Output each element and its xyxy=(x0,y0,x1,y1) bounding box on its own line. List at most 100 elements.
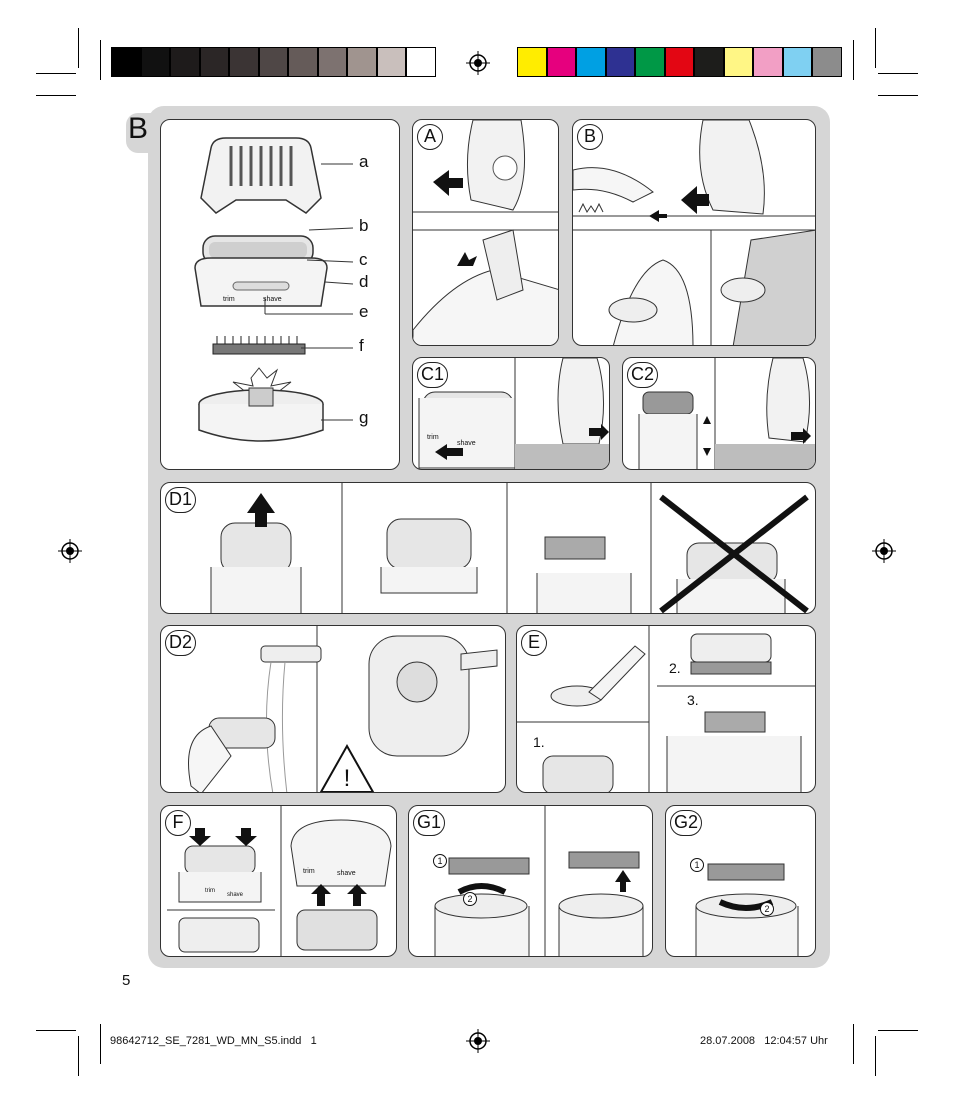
registration-mark-icon xyxy=(466,1029,490,1053)
crop-mark xyxy=(100,40,101,80)
trim-label: trim xyxy=(205,888,215,894)
process-swatch xyxy=(517,47,547,77)
panel-d1: D1 xyxy=(160,482,816,614)
page-number: 5 xyxy=(122,972,131,989)
gray-swatch xyxy=(140,47,170,77)
gray-swatch xyxy=(347,47,377,77)
rinsing-illustration: ! xyxy=(188,626,498,792)
rotation-marker-1: 1 xyxy=(690,858,704,872)
part-label-f: f xyxy=(359,336,364,355)
panel-label: D1 xyxy=(165,487,197,513)
process-swatch xyxy=(635,47,665,77)
process-swatch xyxy=(782,47,812,77)
registration-mark-icon xyxy=(872,539,896,563)
gray-swatch xyxy=(376,47,406,77)
panel-label: G2 xyxy=(670,810,703,836)
shave-label: shave xyxy=(337,870,356,877)
crop-mark xyxy=(878,73,918,74)
gray-swatch xyxy=(229,47,259,77)
leader-lines xyxy=(264,163,354,421)
trimmer-view-illustration xyxy=(638,358,815,469)
panel-c1: C1 trim shave xyxy=(412,357,610,470)
step-number-2: 2. xyxy=(669,660,681,676)
gray-swatch xyxy=(288,47,318,77)
rotation-marker-1: 1 xyxy=(433,854,447,868)
crop-mark xyxy=(36,95,76,96)
process-swatch xyxy=(723,47,753,77)
crop-mark xyxy=(853,40,854,80)
crop-mark xyxy=(878,95,918,96)
panel-label: G1 xyxy=(413,810,446,836)
footer-filename: 98642712_SE_7281_WD_MN_S5.indd 1 xyxy=(110,1035,317,1047)
panel-a: A xyxy=(412,119,559,346)
svg-text:!: ! xyxy=(344,765,351,792)
oiling-illustration xyxy=(517,626,815,792)
panel-label: A xyxy=(417,124,443,150)
registration-mark-icon xyxy=(58,539,82,563)
step-number-3: 3. xyxy=(687,692,699,708)
gray-swatch xyxy=(170,47,200,77)
footer-timestamp: 28.07.2008 12:04:57 Uhr xyxy=(700,1035,828,1047)
panel-label: F xyxy=(165,810,191,836)
panel-d2: D2 ! xyxy=(160,625,506,793)
rotation-marker-2: 2 xyxy=(760,902,774,916)
trim-label: trim xyxy=(303,868,315,875)
crop-mark xyxy=(78,28,79,68)
cutter-removal-illustration xyxy=(434,806,644,956)
section-letter: B xyxy=(128,112,149,145)
part-label-a: a xyxy=(359,152,369,171)
registration-mark-icon xyxy=(466,51,490,75)
crop-mark xyxy=(875,28,876,68)
trim-label: trim xyxy=(427,434,439,441)
shaver-head-view-illustration xyxy=(418,358,609,469)
hair-length-illustration xyxy=(573,120,815,345)
part-label-d: d xyxy=(359,272,369,291)
rotation-marker-2: 2 xyxy=(463,892,477,906)
panel-b: B xyxy=(572,119,816,346)
shave-label: shave xyxy=(457,440,476,447)
panel-g1: G1 1 2 xyxy=(408,805,653,957)
step-number-1: 1. xyxy=(533,734,545,750)
panel-f: F trim shave trim shave xyxy=(160,805,397,957)
process-swatch xyxy=(546,47,576,77)
gray-swatch xyxy=(199,47,229,77)
panel-label: E xyxy=(521,630,547,656)
crop-mark xyxy=(853,1024,854,1064)
part-label-e: e xyxy=(359,302,369,321)
process-swatch xyxy=(605,47,635,77)
panel-c2: C2 xyxy=(622,357,816,470)
gray-swatch xyxy=(111,47,141,77)
crop-mark xyxy=(36,1030,76,1031)
process-swatch xyxy=(576,47,606,77)
crop-mark xyxy=(878,1030,918,1031)
gray-swatch xyxy=(317,47,347,77)
crop-mark xyxy=(78,1036,79,1076)
crop-mark xyxy=(100,1024,101,1064)
panel-label: B xyxy=(577,124,603,150)
trim-label: trim xyxy=(223,296,235,303)
trimmer-comb-illustration xyxy=(212,336,306,355)
gray-swatch xyxy=(406,47,436,77)
panel-label: D2 xyxy=(165,630,197,656)
shave-label: shave xyxy=(227,892,244,898)
parts-overview-panel: trim shave a b c d e f g xyxy=(160,119,400,470)
epilator-cap-illustration xyxy=(200,137,322,214)
panel-label: C2 xyxy=(627,362,659,388)
part-label-g: g xyxy=(359,408,369,427)
epilator-on-skin-illustration xyxy=(413,120,558,345)
shaver-head-illustration xyxy=(194,235,328,307)
panel-e: E 1. 2. 3. xyxy=(516,625,816,793)
panel-label: C1 xyxy=(417,362,449,388)
cleaning-steps-illustration xyxy=(210,483,809,613)
shave-label: shave xyxy=(263,296,282,303)
crop-mark xyxy=(875,1036,876,1076)
process-swatch xyxy=(812,47,842,77)
base-unit-illustration xyxy=(198,367,324,442)
part-label-c: c xyxy=(359,250,368,269)
gray-swatch xyxy=(258,47,288,77)
foil-replacement-illustration xyxy=(167,806,392,956)
panel-g2: G2 1 2 xyxy=(665,805,816,957)
crop-mark xyxy=(36,73,76,74)
cutter-insertion-illustration xyxy=(695,863,799,956)
process-swatch xyxy=(664,47,694,77)
